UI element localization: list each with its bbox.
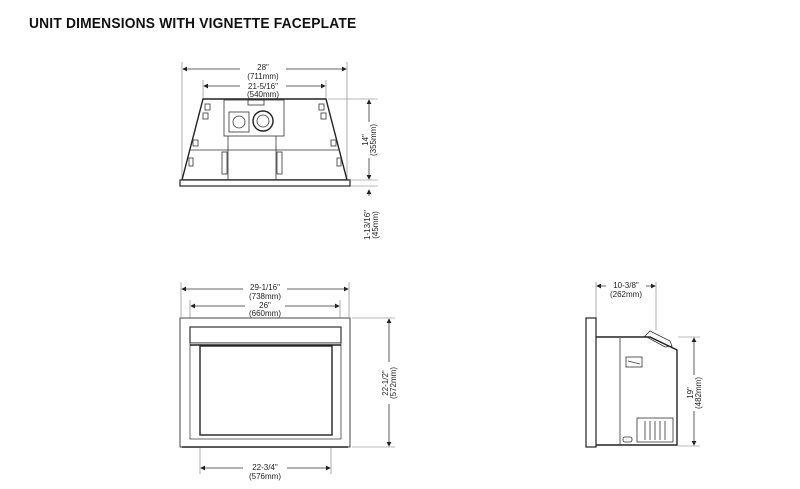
side-height-in: 19" xyxy=(686,387,695,399)
top-view: 28" (711mm) 21-5/16" (540mm) 14" xyxy=(179,62,380,240)
top-depth-mm: (355mm) xyxy=(369,124,378,156)
faceplate-edge xyxy=(179,179,351,187)
faceplate-side xyxy=(585,317,597,448)
front-overall-width-in: 29-1/16" xyxy=(250,283,280,292)
unit-body-side xyxy=(596,336,678,446)
page-title: UNIT DIMENSIONS WITH VIGNETTE FACEPLATE xyxy=(29,15,357,32)
top-overall-width-mm: (711mm) xyxy=(247,72,279,81)
top-inner-width-in: 21-5/16" xyxy=(248,82,278,91)
top-inner-width-mm: (540mm) xyxy=(247,90,279,99)
front-base-width-mm: (576mm) xyxy=(249,472,281,481)
front-view: 29-1/16" (738mm) 26" (660mm) 22-1/2" (57… xyxy=(179,282,399,481)
faceplate-depth-mm: (45mm) xyxy=(371,211,380,239)
side-height-mm: (482mm) xyxy=(694,377,703,409)
front-base-width-in: 22-3/4" xyxy=(252,463,278,472)
front-height-in: 22-1/2" xyxy=(381,370,390,396)
front-height-mm: (572mm) xyxy=(389,367,398,399)
front-inner-width-in: 26" xyxy=(259,301,271,310)
side-depth-mm: (262mm) xyxy=(610,290,642,299)
front-inner-width-mm: (660mm) xyxy=(249,309,281,318)
side-view: 10-3/8" (262mm) 19" (482mm) xyxy=(585,280,704,448)
glass-opening xyxy=(199,345,333,436)
side-depth-in: 10-3/8" xyxy=(613,281,639,290)
top-header-bar xyxy=(189,326,342,344)
faceplate-depth-in: 1-13/16" xyxy=(363,210,372,240)
front-overall-width-mm: (738mm) xyxy=(249,292,281,301)
top-depth-in: 14" xyxy=(361,134,370,146)
top-overall-width-in: 28" xyxy=(257,63,269,72)
